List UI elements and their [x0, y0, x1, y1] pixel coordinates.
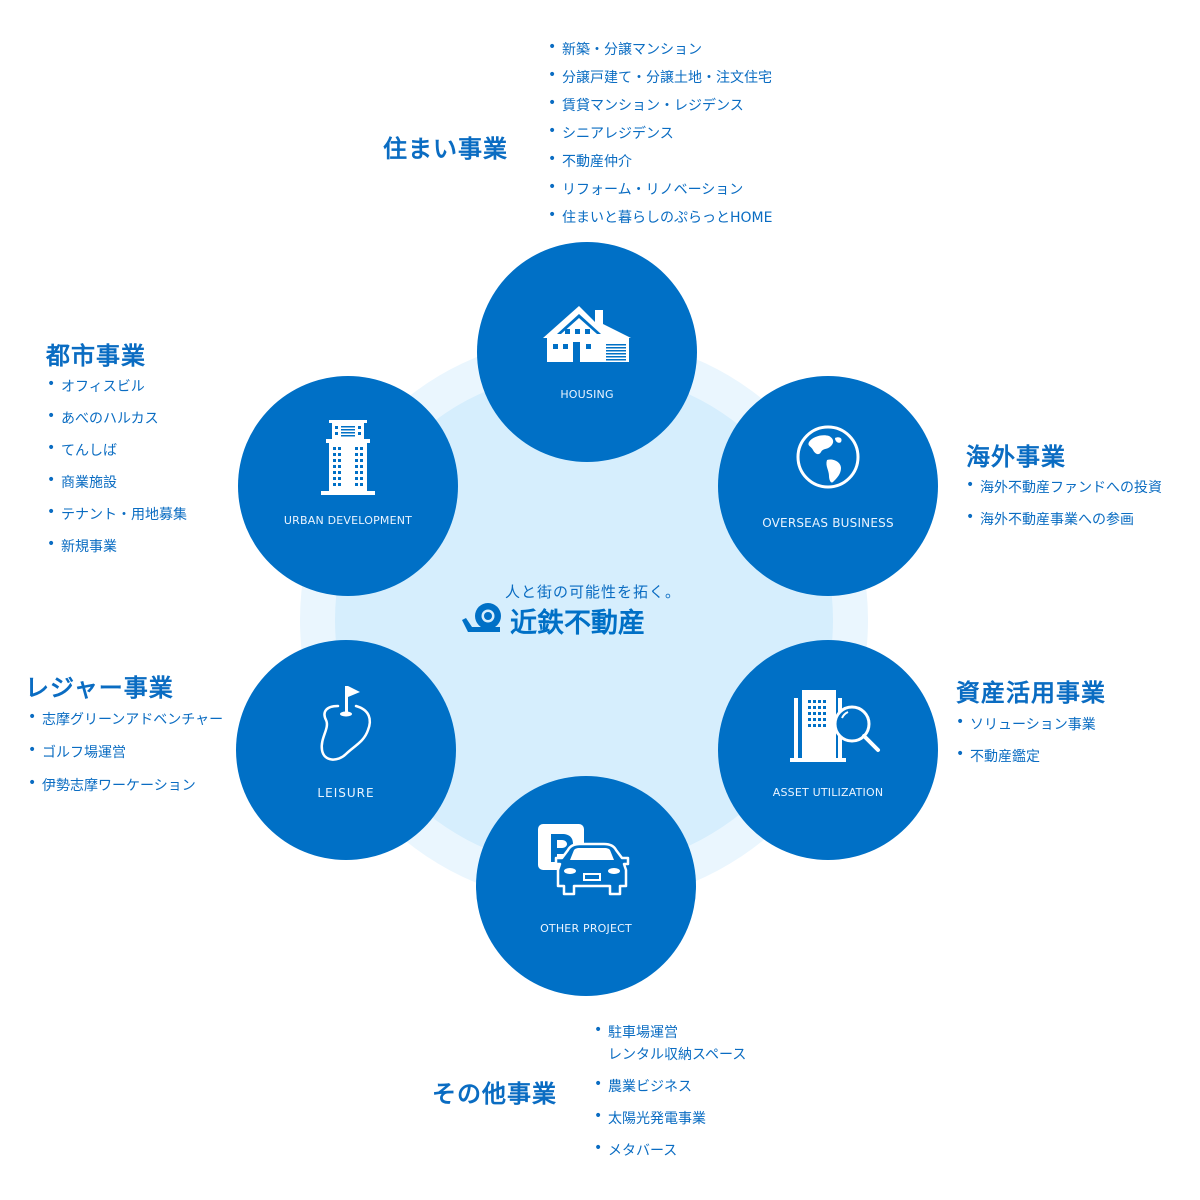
node-housing[interactable]: HOUSING	[477, 242, 697, 462]
logo-text: 近鉄不動産	[510, 607, 645, 639]
company-logo: 近鉄不動産	[460, 602, 645, 639]
section-list-asset: ソリューション事業 不動産鑑定	[956, 714, 1096, 778]
list-item[interactable]: 新規事業	[47, 536, 187, 568]
node-label: OTHER PROJECT	[540, 922, 632, 935]
list-item[interactable]: 海外不動産事業への参画	[966, 509, 1162, 541]
list-item[interactable]: リフォーム・リノベーション	[548, 179, 772, 207]
node-label: OVERSEAS BUSINESS	[762, 516, 894, 530]
list-item[interactable]: 志摩グリーンアドベンチャー	[28, 709, 223, 742]
section-title-asset: 資産活用事業	[956, 679, 1106, 707]
list-item[interactable]: てんしば	[47, 440, 187, 472]
golf-green-icon	[320, 686, 372, 761]
globe-icon	[796, 425, 860, 489]
section-title-urban: 都市事業	[46, 342, 146, 370]
node-other-project[interactable]: OTHER PROJECT	[476, 776, 696, 996]
node-label: ASSET UTILIZATION	[772, 786, 884, 799]
list-item[interactable]: シニアレジデンス	[548, 123, 772, 151]
house-icon	[543, 306, 631, 362]
list-item[interactable]: 新築・分譲マンション	[548, 39, 772, 67]
list-item[interactable]: 賃貸マンション・レジデンス	[548, 95, 772, 123]
skyscraper-icon	[321, 420, 375, 495]
tagline: 人と街の可能性を拓く。	[505, 583, 682, 601]
section-list-other: 駐車場運営 レンタル収納スペース 農業ビジネス 太陽光発電事業 メタバース	[594, 1022, 746, 1172]
list-item-continuation[interactable]: レンタル収納スペース	[608, 1047, 747, 1063]
list-item[interactable]: あべのハルカス	[47, 408, 187, 440]
list-item[interactable]: 太陽光発電事業	[594, 1108, 746, 1140]
section-title-leisure: レジャー事業	[25, 674, 174, 702]
section-list-housing: 新築・分譲マンション 分譲戸建て・分譲土地・注文住宅 賃貸マンション・レジデンス…	[548, 39, 772, 235]
list-item[interactable]: 駐車場運営	[594, 1022, 746, 1044]
section-title-other: その他事業	[432, 1080, 557, 1108]
logo-mark-icon	[462, 603, 501, 632]
list-item[interactable]: 住まいと暮らしのぷらっとHOME	[548, 207, 772, 235]
node-label: LEISURE	[317, 786, 375, 800]
node-urban-development[interactable]: URBAN DEVELOPMENT	[238, 376, 458, 596]
parking-car-icon	[538, 824, 630, 896]
building-magnifier-icon	[790, 690, 880, 762]
node-asset-utilization[interactable]: ASSET UTILIZATION	[718, 640, 938, 860]
list-item[interactable]: 伊勢志摩ワーケーション	[28, 775, 223, 808]
list-item[interactable]: 分譲戸建て・分譲土地・注文住宅	[548, 67, 772, 95]
section-title-overseas: 海外事業	[966, 443, 1066, 471]
list-item[interactable]: テナント・用地募集	[47, 504, 187, 536]
node-leisure[interactable]: LEISURE	[236, 640, 456, 860]
list-item[interactable]: ゴルフ場運営	[28, 742, 223, 775]
section-list-leisure: 志摩グリーンアドベンチャー ゴルフ場運営 伊勢志摩ワーケーション	[28, 709, 223, 808]
list-item[interactable]: メタバース	[594, 1140, 746, 1172]
list-item[interactable]: 海外不動産ファンドへの投資	[966, 477, 1162, 509]
list-item[interactable]: オフィスビル	[47, 376, 187, 408]
section-list-overseas: 海外不動産ファンドへの投資 海外不動産事業への参画	[966, 477, 1162, 541]
node-label: HOUSING	[560, 388, 614, 401]
list-item[interactable]: 不動産鑑定	[956, 746, 1096, 778]
list-item[interactable]: 農業ビジネス	[594, 1076, 746, 1108]
list-item[interactable]: 不動産仲介	[548, 151, 772, 179]
section-list-urban: オフィスビル あべのハルカス てんしば 商業施設 テナント・用地募集 新規事業	[47, 376, 187, 568]
list-item[interactable]: 商業施設	[47, 472, 187, 504]
section-title-housing: 住まい事業	[383, 135, 508, 163]
node-label: URBAN DEVELOPMENT	[283, 514, 413, 527]
list-item[interactable]: ソリューション事業	[956, 714, 1096, 746]
node-overseas-business[interactable]: OVERSEAS BUSINESS	[718, 376, 938, 596]
